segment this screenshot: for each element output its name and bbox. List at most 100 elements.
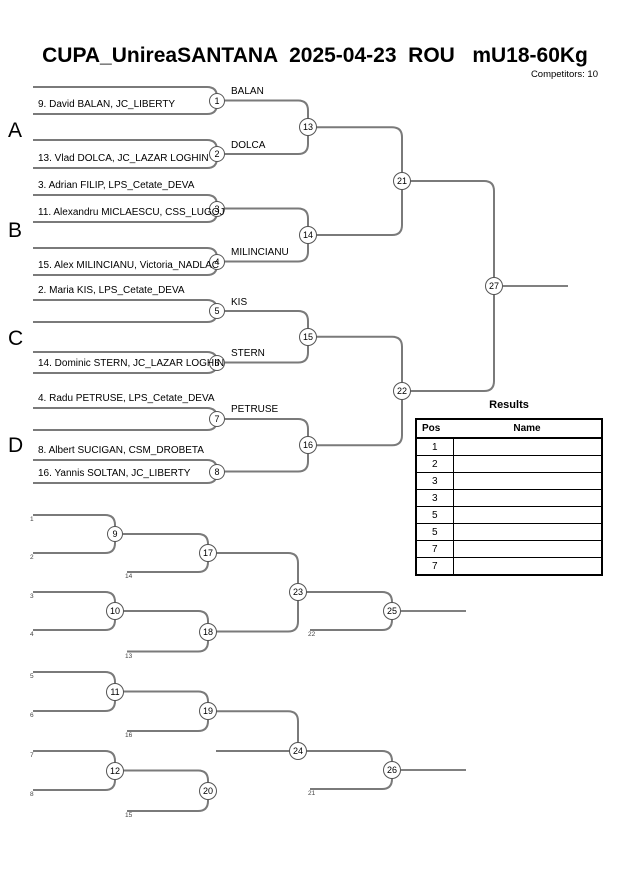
feeder-label-14: 14 [125, 573, 133, 580]
match-17-number: 17 [199, 544, 217, 562]
results-row: 2 [415, 455, 603, 473]
results-row: 7 [415, 557, 603, 576]
advancing-competitor-label: STERN [231, 348, 265, 359]
match-24-number: 24 [289, 742, 307, 760]
feeder-label-3: 3 [30, 593, 34, 600]
match-7-number: 7 [209, 411, 225, 427]
results-pos-cell: 1 [415, 437, 454, 456]
results-name-cell [452, 506, 603, 524]
competitors-count: Competitors: 10 [530, 69, 598, 80]
results-name-cell [452, 472, 603, 490]
match-10-connector [33, 591, 116, 631]
match-5-connector [33, 299, 218, 323]
competitor-entry: 3. Adrian FILIP, LPS_Cetate_DEVA [38, 180, 195, 191]
match-7-connector [33, 407, 218, 431]
feeder-label-21: 21 [308, 790, 316, 797]
match-15-number: 15 [299, 328, 317, 346]
results-name-cell [452, 523, 603, 541]
advancing-competitor-label: MILINCIANU [231, 247, 289, 258]
group-label-c: C [8, 327, 24, 350]
match-19-number: 19 [199, 702, 217, 720]
feeder-label-15: 15 [125, 812, 133, 819]
match-9-number: 9 [107, 526, 123, 542]
match-4-number: 4 [209, 253, 225, 270]
match-16-connector [225, 418, 309, 473]
match-11-connector [33, 671, 116, 712]
match-26-connector [306, 750, 393, 790]
match-9-connector [33, 514, 116, 554]
results-pos-cell: 7 [415, 540, 454, 558]
feeder-label-1: 1 [30, 516, 34, 523]
results-pos-cell: 7 [415, 557, 454, 576]
match-6-number: 6 [209, 354, 225, 371]
match-27-number: 27 [485, 277, 503, 295]
competitor-entry: 11. Alexandru MICLAESCU, CSS_LUGOJ [38, 207, 225, 218]
results-row: 3 [415, 489, 603, 507]
match-23-number: 23 [289, 583, 307, 601]
match-8-number: 8 [209, 463, 225, 480]
match-5-number: 5 [209, 303, 225, 319]
advancing-competitor-label: BALAN [231, 86, 264, 97]
match-22-number: 22 [393, 382, 411, 400]
competitor-entry: 8. Albert SUCIGAN, CSM_DROBETA [38, 445, 204, 456]
results-col-pos: Pos [416, 419, 453, 439]
match-18-number: 18 [199, 622, 217, 641]
match-2-number: 2 [209, 146, 225, 162]
group-label-d: D [8, 434, 24, 457]
feeder-label-22: 22 [308, 631, 316, 638]
results-pos-cell: 3 [415, 489, 454, 507]
feeder-label-8: 8 [30, 791, 34, 798]
match-1-number: 1 [209, 92, 225, 109]
feeder-label-13: 13 [125, 653, 133, 660]
match-16-number: 16 [299, 436, 317, 454]
match-11-number: 11 [106, 682, 124, 701]
results-header-row: Pos Name [416, 419, 602, 439]
results-pos-cell: 2 [415, 455, 454, 473]
results-table: Pos Name 1 2 3 3 5 [415, 418, 603, 576]
match-21-connector [316, 126, 403, 236]
results-title: Results [489, 399, 529, 411]
page-title: CUPA_UnireaSANTANA 2025-04-23 ROU mU18-6… [42, 44, 588, 67]
advancing-competitor-label: DOLCA [231, 140, 266, 151]
results-pos-cell: 3 [415, 472, 454, 490]
match-19-connector [123, 690, 209, 732]
advancing-competitor-label: KIS [231, 297, 248, 308]
results-name-cell [452, 455, 603, 473]
results-row: 1 [415, 437, 603, 456]
feeder-label-4: 4 [30, 631, 34, 638]
competitor-entry: 13. Vlad DOLCA, JC_LAZAR LOGHIN [38, 153, 209, 164]
results-name-cell [452, 557, 603, 576]
match-13-number: 13 [299, 118, 317, 136]
competitor-entry: 9. David BALAN, JC_LIBERTY [38, 99, 176, 110]
match-10-number: 10 [106, 602, 124, 620]
group-label-a: A [8, 119, 23, 142]
match-18-connector [123, 610, 209, 653]
match-21-number: 21 [393, 172, 411, 190]
match-22-connector [316, 335, 403, 447]
match-12-number: 12 [106, 761, 124, 780]
competitor-entry: 14. Dominic STERN, JC_LAZAR LOGHIN [38, 358, 225, 369]
match-17-connector [123, 533, 209, 573]
match-20-connector [123, 769, 209, 812]
match-24-connector [216, 710, 299, 752]
group-label-b: B [8, 219, 23, 242]
results-row: 7 [415, 540, 603, 558]
match-25-connector [306, 591, 393, 631]
match-3-number: 3 [209, 200, 225, 217]
match-26-number: 26 [383, 761, 401, 779]
match-20-number: 20 [199, 782, 217, 800]
feeder-label-16: 16 [125, 732, 133, 739]
results-row: 5 [415, 506, 603, 524]
advancing-competitor-label: PETRUSE [231, 404, 279, 415]
results-pos-cell: 5 [415, 506, 454, 524]
results-name-cell [452, 437, 603, 456]
match-14-number: 14 [299, 226, 317, 244]
competitor-entry: 15. Alex MILINCIANU, Victoria_NADLAC [38, 260, 219, 271]
feeder-label-6: 6 [30, 712, 34, 719]
match-25-number: 25 [383, 602, 401, 620]
competitor-entry: 2. Maria KIS, LPS_Cetate_DEVA [38, 285, 185, 296]
feeder-label-7: 7 [30, 752, 34, 759]
results-pos-cell: 5 [415, 523, 454, 541]
competitor-entry: 16. Yannis SOLTAN, JC_LIBERTY [38, 468, 191, 479]
